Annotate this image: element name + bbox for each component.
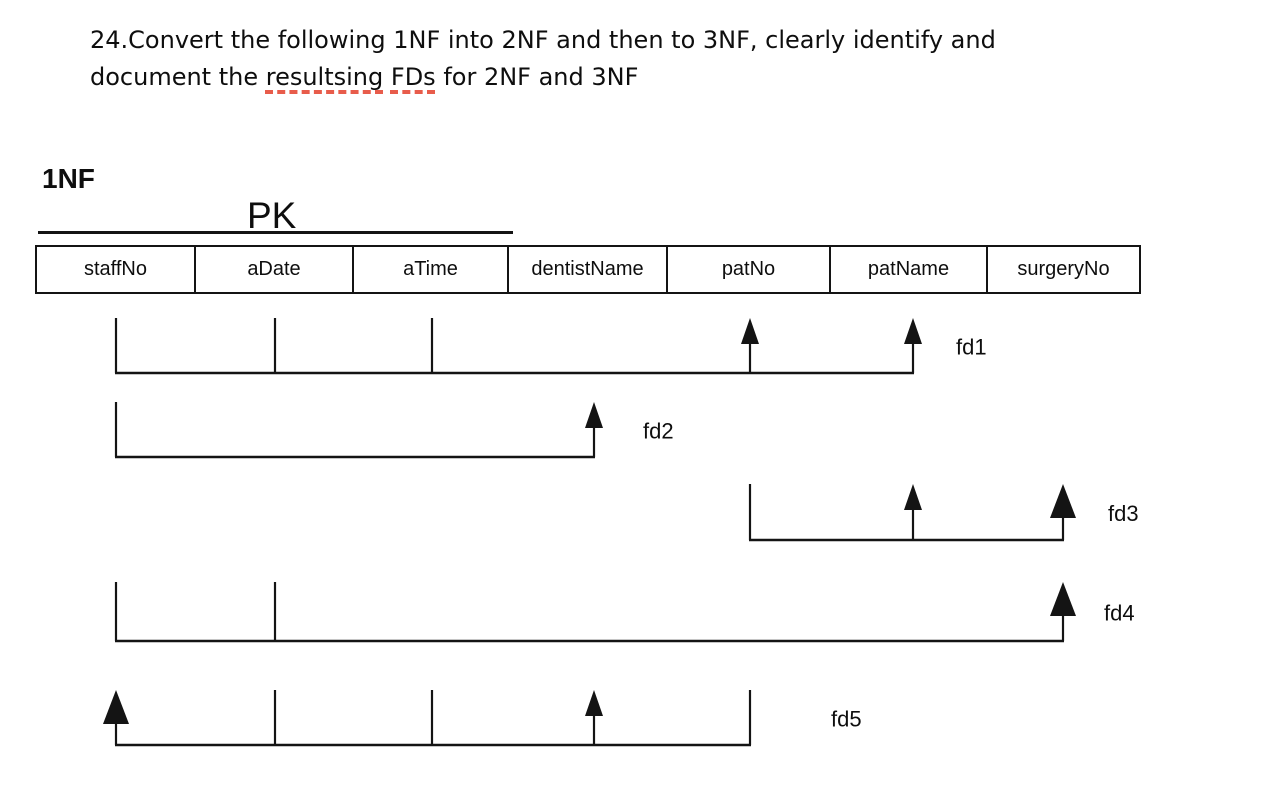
section-label-1nf: 1NF (42, 163, 95, 194)
dependency-arrow-patNo (741, 318, 759, 373)
dependency-arrow-surgeryNo (1050, 582, 1076, 641)
question-text: 24.Convert the following 1NF into 2NF an… (90, 22, 996, 96)
fd-row-fd4: fd4 (114, 582, 1135, 643)
fd-label: fd3 (1108, 501, 1139, 526)
misspelled-word-resultsing: resultsing (265, 63, 384, 91)
fd-row-fd5: fd5 (103, 690, 862, 747)
column-header-aDate: aDate (196, 247, 354, 292)
fd-row-fd3: fd3 (748, 484, 1139, 542)
pk-label: PK (247, 195, 297, 236)
column-header-dentistName: dentistName (509, 247, 668, 292)
question-line-2-suffix: for 2NF and 3NF (435, 63, 639, 91)
fd-label: fd1 (956, 335, 987, 360)
question-line-2-prefix: document the (90, 63, 266, 91)
dependency-arrow-surgeryNo (1050, 484, 1076, 540)
misspelled-word-fds: FDs (390, 63, 436, 91)
column-header-aTime: aTime (354, 247, 509, 292)
dependency-arrow-dentistName (585, 402, 603, 457)
question-line-2: document the resultsing FDs for 2NF and … (90, 59, 996, 96)
fd-row-fd1: fd1 (114, 318, 987, 375)
dependency-arrow-staffNo (103, 690, 129, 745)
fd-label: fd5 (831, 707, 862, 732)
dependency-arrow-dentistName (585, 690, 603, 745)
pk-underline (38, 231, 513, 234)
column-header-surgeryNo: surgeryNo (1017, 258, 1110, 280)
column-header-patNo: patNo (668, 247, 831, 292)
fd-label: fd4 (1104, 601, 1135, 626)
column-header-patName: patName (831, 247, 988, 292)
question-line-1: 24.Convert the following 1NF into 2NF an… (90, 26, 996, 54)
fd-row-fd2: fd2 (114, 402, 674, 459)
dependency-arrow-patName (904, 484, 922, 540)
column-header-staffNo: staffNo (37, 247, 196, 292)
fd-label: fd2 (643, 419, 674, 444)
dependency-arrow-patName (904, 318, 922, 373)
